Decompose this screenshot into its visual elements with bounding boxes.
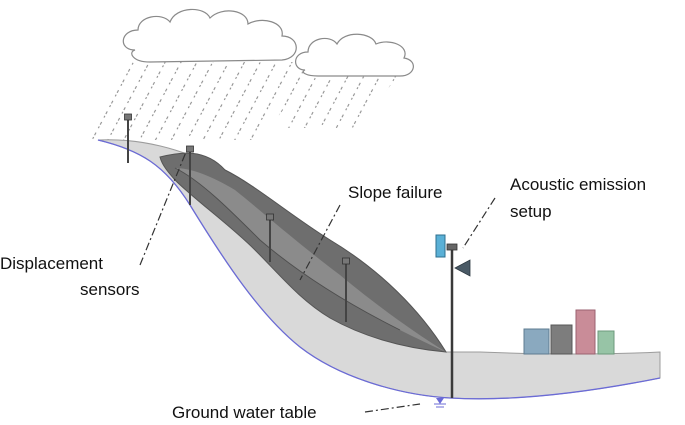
label-acoustic-line2: setup	[510, 202, 552, 221]
displacement-sensor-icon	[186, 145, 194, 205]
leader-displacement-to-sensor	[139, 151, 187, 266]
label-acoustic-line1: Acoustic emission	[510, 175, 646, 194]
rain-field-right	[275, 72, 400, 128]
building-icon	[523, 309, 615, 355]
label-slope-failure: Slope failure	[348, 183, 443, 202]
ground-water-table-line	[97, 139, 661, 400]
water-table-marker-icon	[434, 398, 446, 408]
leader-slope-failure	[299, 204, 341, 281]
leader-lines	[139, 151, 496, 413]
displacement-sensor-icon	[124, 113, 132, 163]
rain-field-left	[90, 62, 320, 140]
cloud-icon	[122, 8, 414, 77]
displacement-sensor-icon	[266, 213, 274, 262]
rain	[90, 62, 400, 140]
label-ground-water-table: Ground water table	[172, 403, 317, 422]
leader-ground-water	[364, 403, 421, 413]
leader-acoustic	[462, 197, 496, 249]
label-displacement-line2: sensors	[80, 280, 140, 299]
displacement-sensor-icon	[342, 257, 350, 322]
slope-failure-mass	[159, 152, 447, 353]
acoustic-emission-sensor-icon	[435, 234, 471, 398]
label-displacement-line1: Displacement	[0, 254, 103, 273]
